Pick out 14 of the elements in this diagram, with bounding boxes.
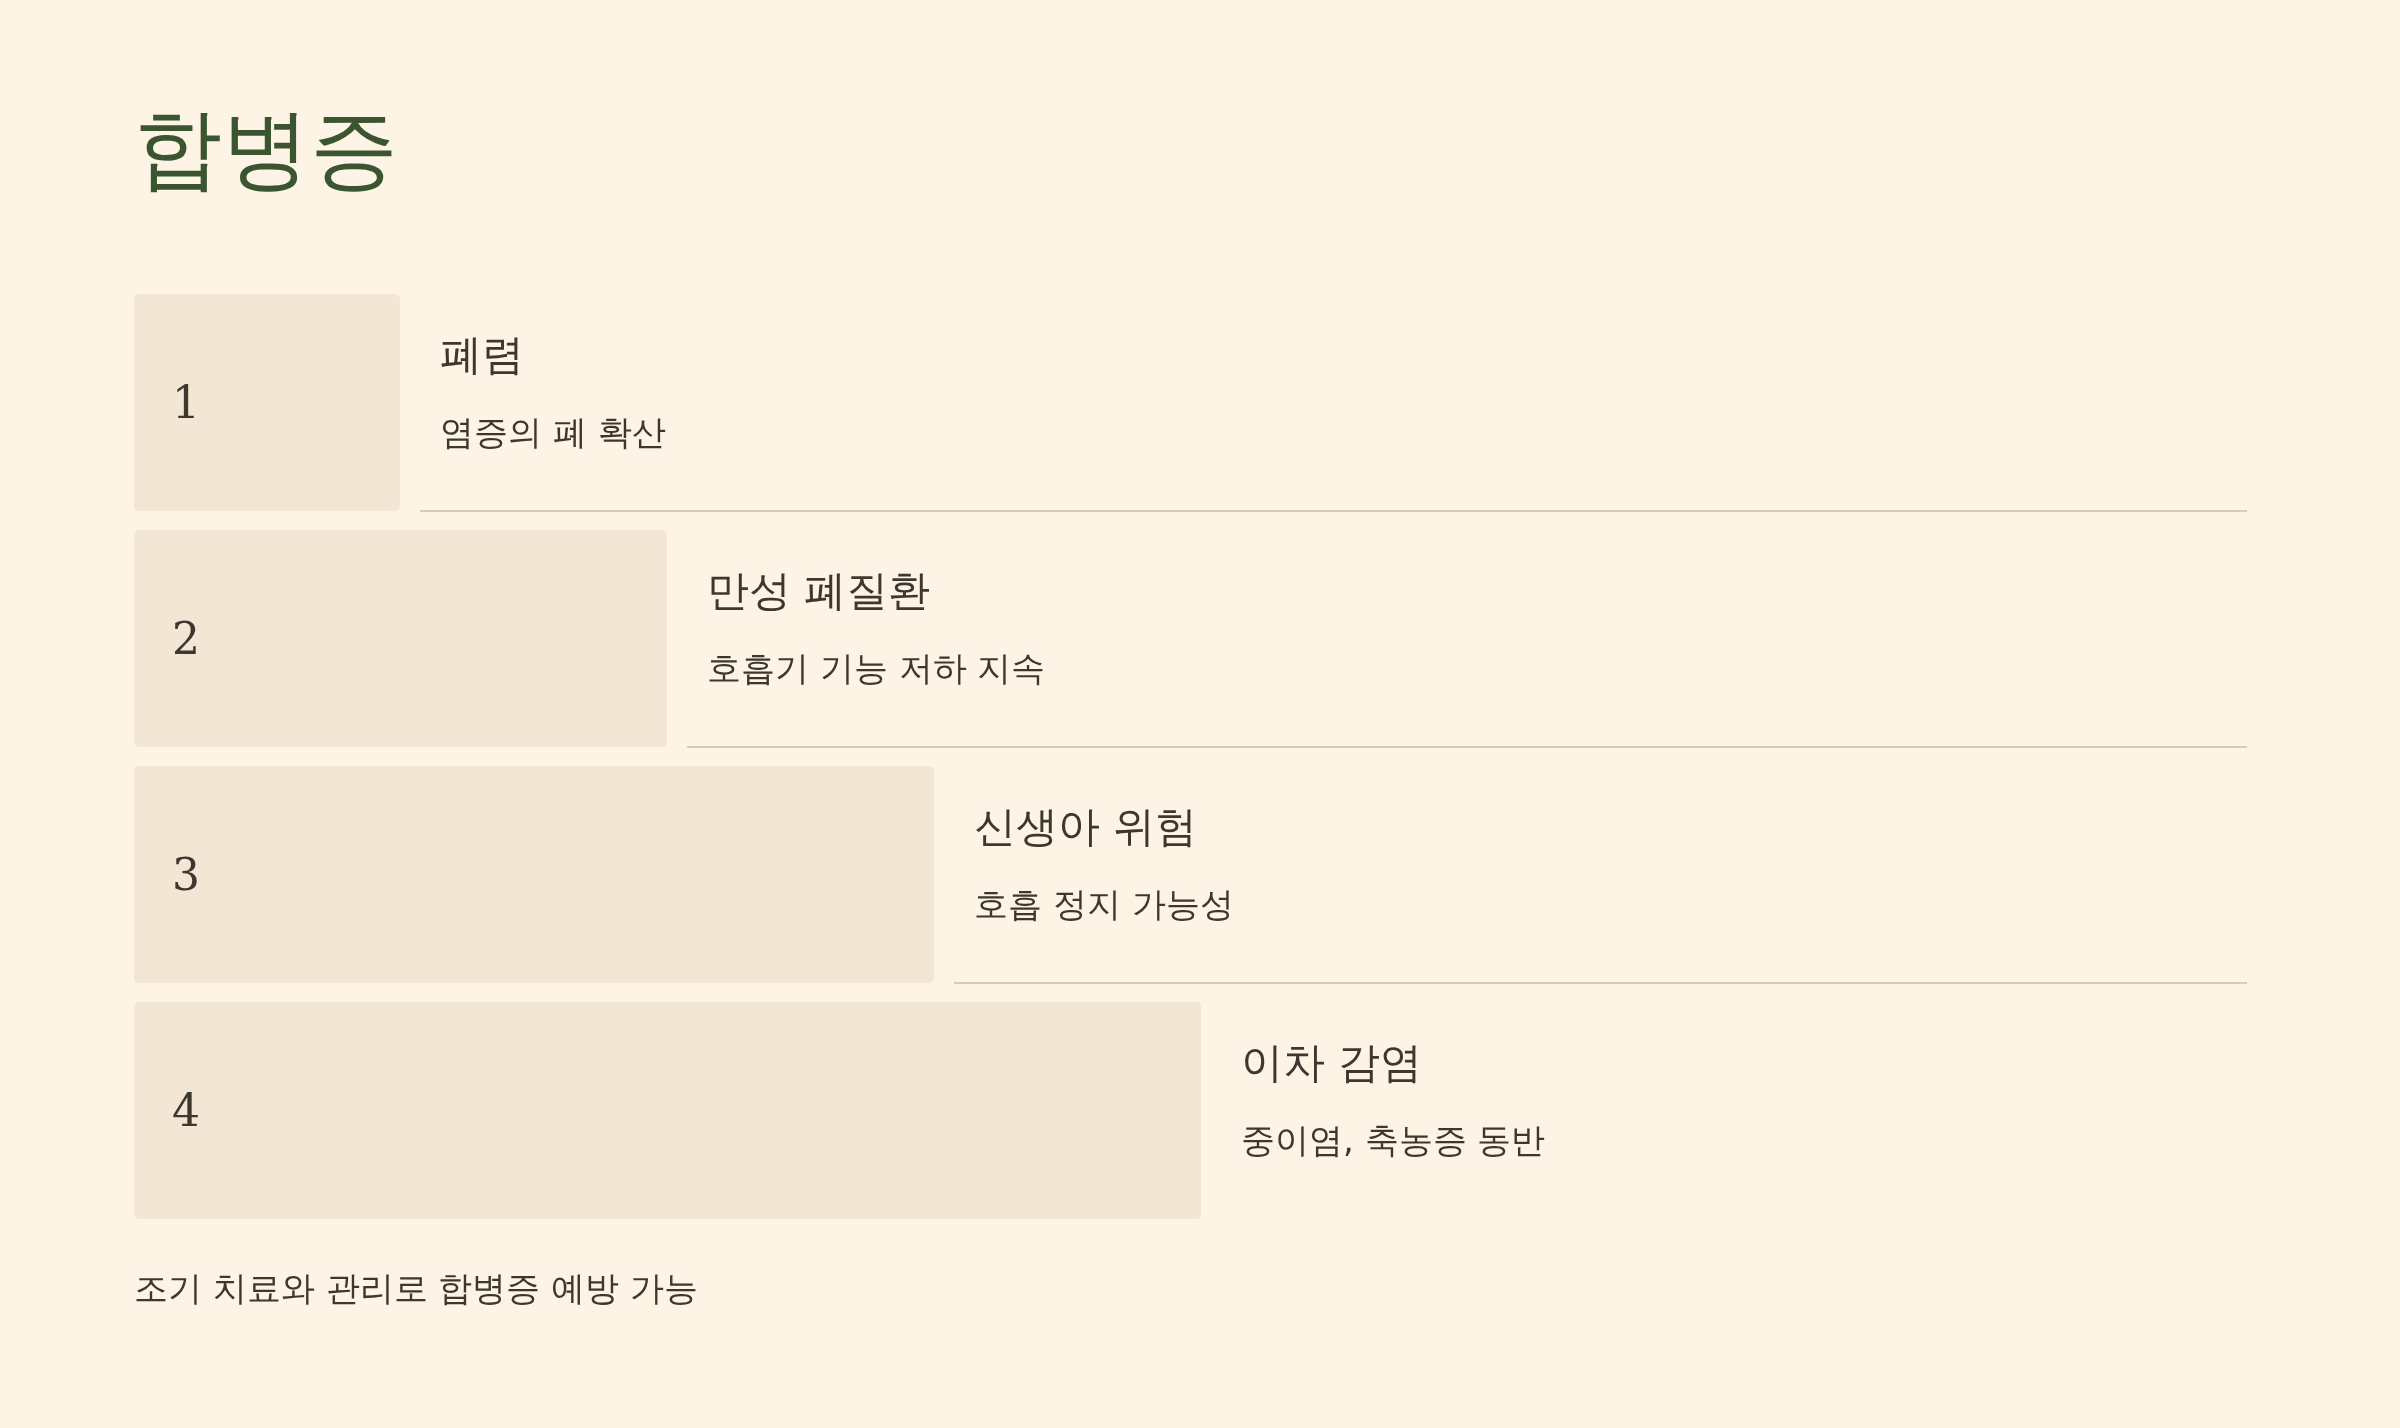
row-description: 중이염, 축농증 동반 (1241, 1120, 1546, 1161)
page-title: 합병증 (134, 96, 398, 202)
row-heading: 폐렴 (440, 330, 524, 381)
row-description: 호흡기 기능 저하 지속 (707, 648, 1046, 689)
step-number: 4 (172, 1084, 200, 1137)
row-description: 염증의 폐 확산 (440, 412, 666, 453)
step-number: 2 (172, 612, 200, 665)
row-heading: 이차 감염 (1241, 1038, 1423, 1089)
footer-note: 조기 치료와 관리로 합병증 예방 가능 (134, 1268, 699, 1309)
step-number: 3 (172, 848, 200, 901)
row-description: 호흡 정지 가능성 (974, 884, 1234, 925)
row-heading: 만성 폐질환 (707, 566, 931, 617)
row-heading: 신생아 위험 (974, 802, 1198, 853)
step-number: 1 (172, 376, 200, 429)
